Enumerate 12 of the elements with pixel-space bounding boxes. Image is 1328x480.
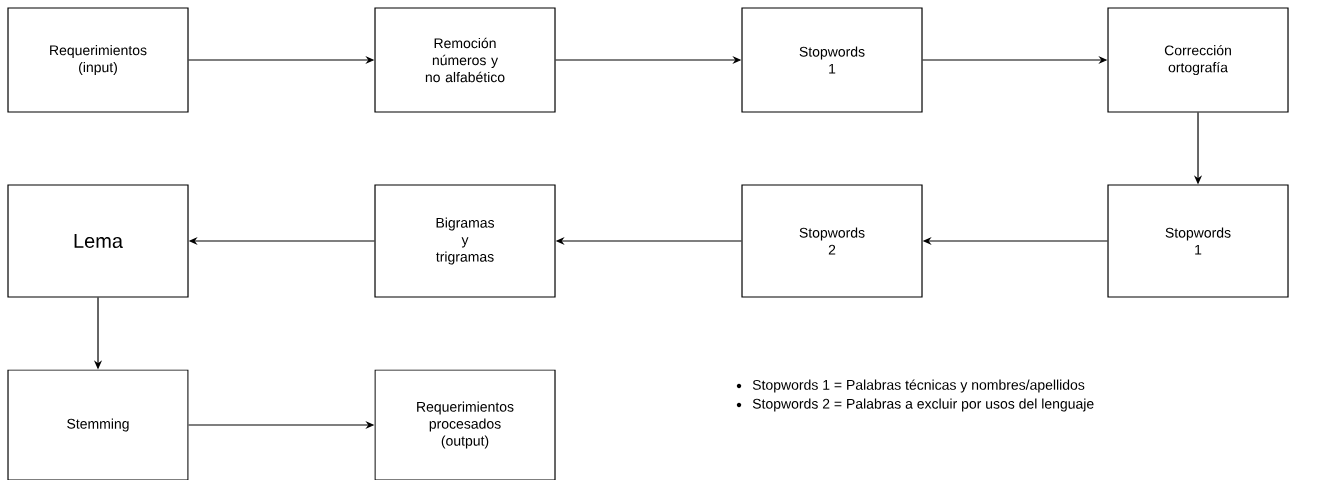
process-box: Stopwords 1	[1107, 184, 1289, 298]
process-box: Stopwords 1	[741, 7, 923, 113]
process-box: Lema	[7, 184, 189, 298]
process-box: Bigramas y trigramas	[374, 184, 556, 298]
process-box: Requerimientos procesados (output)	[374, 369, 556, 480]
bullet-note: Stopwords 2 = Palabras a excluir por usos del lenguaje	[736, 398, 1094, 412]
bullet-note: Stopwords 1 = Palabras técnicas y nombres/apellidos	[736, 379, 1085, 393]
process-box: Stopwords 2	[741, 184, 923, 298]
process-box: Stemming	[7, 369, 189, 480]
process-box: Corrección ortografía	[1107, 7, 1289, 113]
process-box: Requerimientos (input)	[7, 7, 189, 113]
process-box: Remoción números y no alfabético	[374, 7, 556, 113]
